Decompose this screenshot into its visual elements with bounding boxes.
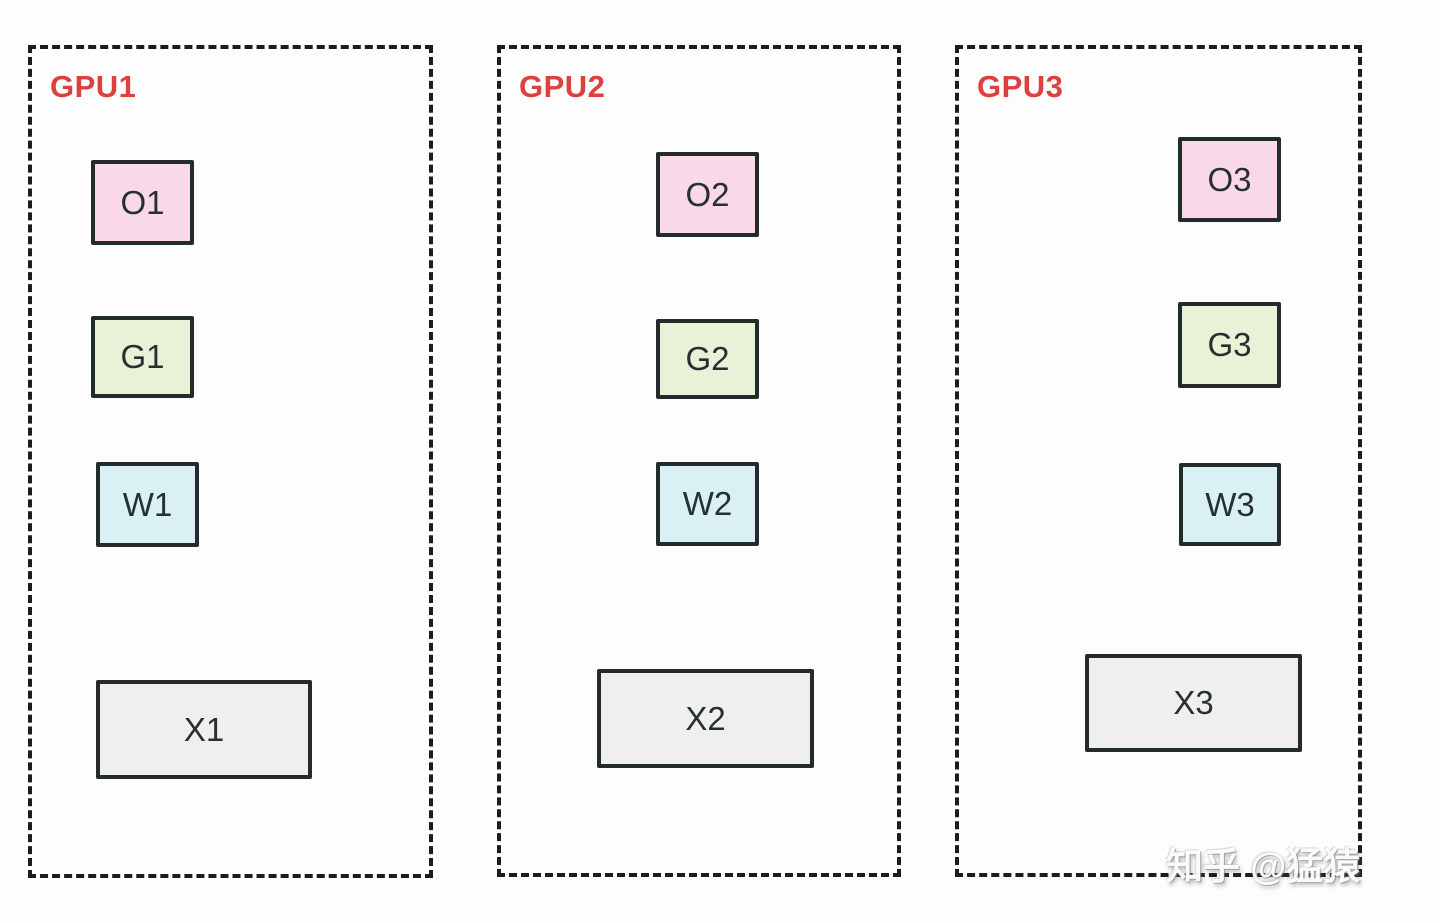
gradient-box-g3: G3	[1178, 302, 1281, 388]
box-label: X1	[183, 710, 225, 748]
gpu2-label: GPU2	[519, 69, 606, 104]
box-label: O1	[120, 183, 165, 221]
weight-box-w3: W3	[1179, 463, 1281, 546]
gradient-box-g1: G1	[91, 316, 194, 398]
box-label: W1	[122, 485, 173, 523]
gradient-box-g2: G2	[656, 319, 759, 399]
input-box-x1: X1	[96, 680, 312, 779]
gpu3-container: GPU3 O3 G3 W3 X3	[955, 45, 1362, 877]
box-label: G3	[1207, 326, 1252, 363]
box-label: O2	[685, 175, 730, 213]
weight-box-w1: W1	[96, 462, 199, 547]
optimizer-state-box-o1: O1	[91, 160, 194, 245]
gpu2-container: GPU2 O2 G2 W2 X2	[497, 45, 901, 877]
input-box-x2: X2	[597, 669, 814, 768]
input-box-x3: X3	[1085, 654, 1302, 752]
box-label: X3	[1173, 684, 1214, 721]
optimizer-state-box-o3: O3	[1178, 137, 1281, 222]
box-label: W3	[1205, 485, 1255, 523]
gpu1-label: GPU1	[50, 69, 137, 104]
box-label: W2	[682, 485, 733, 522]
gpu1-container: GPU1 O1 G1 W1 X1	[28, 45, 433, 878]
box-label: G2	[685, 340, 730, 377]
optimizer-state-box-o2: O2	[656, 152, 759, 237]
weight-box-w2: W2	[656, 462, 759, 546]
box-label: G1	[120, 338, 165, 375]
box-label: O3	[1207, 160, 1252, 198]
gpu3-label: GPU3	[977, 69, 1064, 104]
box-label: X2	[685, 699, 726, 737]
